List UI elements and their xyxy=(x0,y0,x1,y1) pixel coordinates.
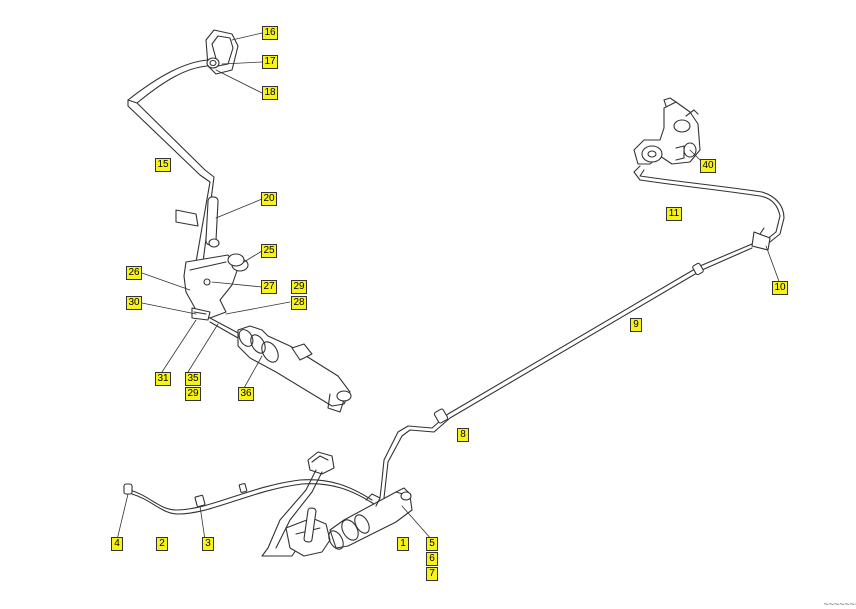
callout-30: 30 xyxy=(126,296,142,310)
callout-6: 6 xyxy=(426,552,438,566)
callout-15: 15 xyxy=(155,158,171,172)
callout-7: 7 xyxy=(426,567,438,581)
callout-10: 10 xyxy=(772,281,788,295)
callout-2: 2 xyxy=(156,537,168,551)
callout-17: 17 xyxy=(262,55,278,69)
lower-pedal-assembly xyxy=(123,451,413,557)
callout-16: 16 xyxy=(262,26,278,40)
callout-18: 18 xyxy=(262,86,278,100)
callout-11: 11 xyxy=(666,207,682,221)
callout-8: 8 xyxy=(457,428,469,442)
callout-36: 36 xyxy=(238,387,254,401)
upper-pedal-assembly xyxy=(127,29,352,413)
callout-4: 4 xyxy=(111,537,123,551)
figure-reference: ~~~~~~~~~~ xyxy=(823,599,856,609)
callout-25: 25 xyxy=(261,244,277,258)
slave-cylinder-assembly xyxy=(633,97,785,243)
callout-35: 35 xyxy=(185,372,201,386)
callout-27: 27 xyxy=(261,280,277,294)
callout-9: 9 xyxy=(630,318,642,332)
callout-40: 40 xyxy=(700,159,716,173)
callout-20: 20 xyxy=(261,192,277,206)
callout-5: 5 xyxy=(426,537,438,551)
callout-26: 26 xyxy=(126,266,142,280)
callout-29-lower: 29 xyxy=(185,387,201,401)
callout-1: 1 xyxy=(397,537,409,551)
callout-3: 3 xyxy=(202,537,214,551)
callout-28: 28 xyxy=(291,296,307,310)
callout-31: 31 xyxy=(155,372,171,386)
callout-29-upper: 29 xyxy=(291,280,307,294)
clutch-pipe xyxy=(379,227,771,499)
